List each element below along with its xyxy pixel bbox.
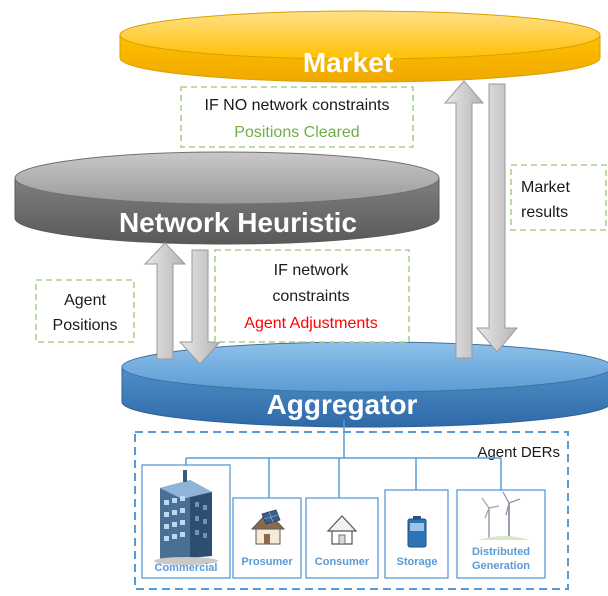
der-consumer-label: Consumer — [315, 556, 370, 568]
agent-positions-note: Agent Positions — [35, 279, 135, 343]
der-storage-label: Storage — [397, 556, 438, 568]
arrow-network-to-aggregator — [178, 249, 222, 365]
market-condition-text: IF NO network constraints — [205, 97, 390, 114]
office-building-icon — [154, 470, 218, 565]
network-condition-line1: IF network — [274, 262, 350, 279]
house-solar-icon — [250, 509, 286, 545]
market-layer: Market — [119, 10, 601, 83]
arrow-aggregator-to-network — [143, 242, 187, 360]
agent-positions-line2: Positions — [53, 317, 118, 334]
market-label: Market — [303, 47, 393, 78]
aggregator-label: Aggregator — [267, 389, 418, 420]
der-connectors — [185, 420, 502, 498]
arrow-aggregator-to-market — [443, 80, 485, 359]
house-icon — [326, 515, 358, 545]
market-results-line1: Market — [521, 179, 570, 196]
network-condition-note: IF network constraints Agent Adjustments — [214, 249, 410, 343]
der-distributed-generation: Distributed Generation — [456, 489, 546, 579]
agent-positions-line1: Agent — [64, 292, 106, 309]
market-results-line2: results — [521, 204, 568, 221]
market-results-note: Market results — [510, 164, 607, 231]
positions-cleared-text: Positions Cleared — [234, 124, 359, 141]
der-storage: Storage — [384, 489, 449, 579]
der-prosumer-label: Prosumer — [241, 556, 293, 568]
network-heuristic-layer: Network Heuristic — [14, 151, 440, 245]
der-prosumer: Prosumer — [232, 497, 302, 579]
agent-ders-group: Agent DERs — [134, 420, 569, 590]
der-distributed-label-line1: Distributed — [472, 546, 530, 558]
agent-adjustments-text: Agent Adjustments — [244, 315, 377, 332]
aggregator-layer: Aggregator — [121, 341, 608, 428]
agent-ders-title: Agent DERs — [477, 444, 560, 461]
battery-icon — [407, 516, 427, 548]
wind-turbine-icon — [478, 491, 530, 540]
der-consumer: Consumer — [305, 497, 379, 579]
arrow-market-to-aggregator — [475, 83, 519, 353]
market-condition-note: IF NO network constraints Positions Clea… — [180, 86, 414, 148]
network-heuristic-label: Network Heuristic — [119, 207, 357, 238]
network-condition-line2: constraints — [272, 288, 349, 305]
der-distributed-label-line2: Generation — [472, 560, 530, 572]
der-commercial-label: Commercial — [155, 562, 218, 574]
der-commercial: Commercial — [141, 464, 231, 579]
